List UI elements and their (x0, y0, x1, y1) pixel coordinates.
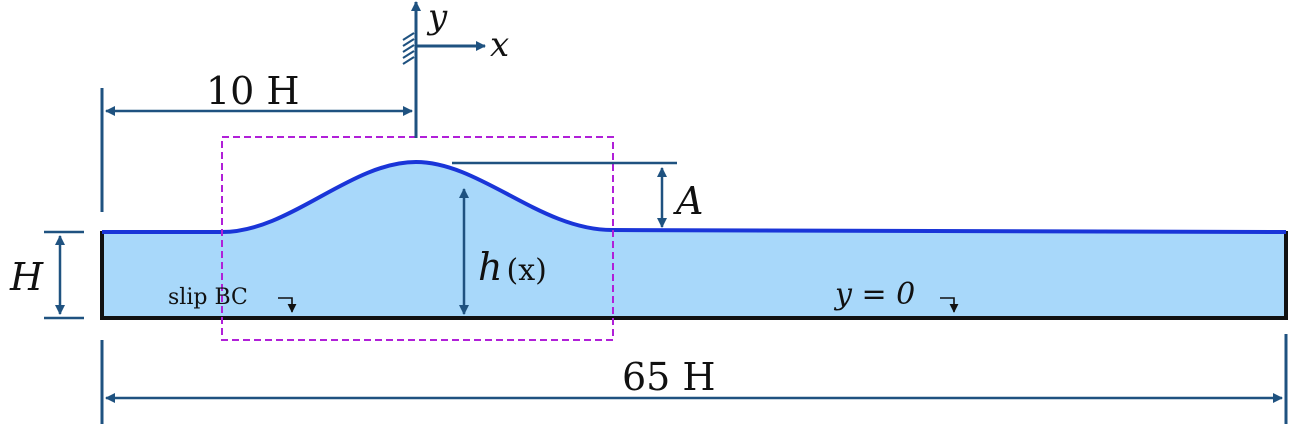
slip-bc-pointer-icon (278, 297, 297, 313)
total-length-label: 65 H (622, 355, 716, 399)
bottom-y-pointer-icon (940, 297, 959, 313)
x-axis-label: x (490, 25, 509, 65)
local-height-label: h(x) (478, 245, 547, 289)
free-surface-curve (102, 159, 1287, 234)
bottom-y-label: y = 0 (833, 277, 915, 312)
amplitude-label: A (673, 179, 703, 223)
origin-hatch-icon (402, 32, 415, 65)
depth-label: H (9, 255, 44, 299)
inlet-distance-label: 10 H (206, 69, 300, 113)
slip-bc-label: slip BC (168, 285, 248, 310)
y-axis-label: y (426, 0, 448, 37)
water-region (102, 162, 1286, 318)
